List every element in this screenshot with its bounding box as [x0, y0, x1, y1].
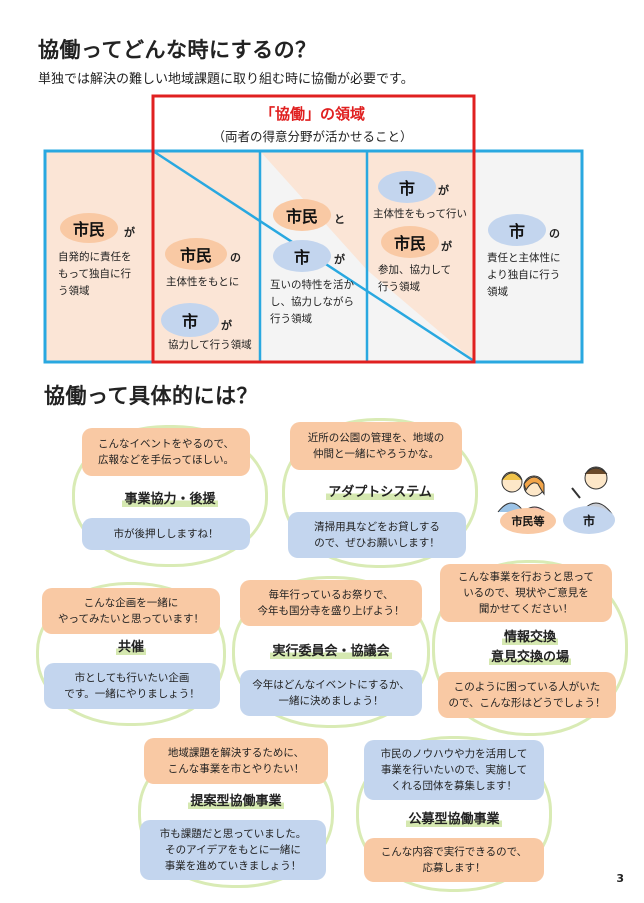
section-title: 協働って具体的には？	[44, 384, 258, 408]
cooperation-diagram: 「協働」の領域 （両者の得意分野が活かせること） 市民 が 自発的に責任を もっ…	[0, 0, 644, 370]
col2-particle1: の	[230, 251, 241, 264]
col5-bg	[474, 151, 582, 362]
example-1-bottom-bubble: 市が後押ししますね！	[82, 518, 250, 550]
col1-actor: 市民	[60, 213, 118, 243]
example-4-label: 実行委員会・協議会	[270, 644, 392, 659]
legend-city: 市	[563, 506, 615, 534]
col5-text: 責任と主体性に より独自に行う 領域	[487, 252, 561, 298]
example-1-label: 事業協力・後援	[122, 492, 218, 507]
col2-text1: 主体性をもとに	[166, 276, 240, 288]
col4-particle2: が	[441, 240, 452, 253]
col5-particle: の	[549, 227, 560, 240]
col2-actor2: 市	[161, 303, 219, 337]
col5-actor: 市	[488, 214, 546, 246]
example-3-label: 共催	[115, 640, 146, 655]
example-6-bottom-bubble: 市も課題だと思っていました。 そのアイデアをもとに一緒に 事業を進めていきましょ…	[140, 820, 326, 880]
legend-citizen: 市民等	[500, 508, 556, 534]
example-4-bottom-bubble: 今年はどんなイベントにするか、 一緒に決めましょう！	[240, 670, 422, 716]
example-7-label: 公募型協働事業	[406, 812, 502, 827]
example-6-label: 提案型協働事業	[188, 794, 284, 809]
col4-text1: 主体性をもって行い	[373, 208, 467, 220]
example-6-top-bubble: 地域課題を解決するために、 こんな事業を市とやりたい！	[144, 738, 328, 784]
page-subtitle: 単独では解決の難しい地域課題に取り組む時に協働が必要です。	[38, 72, 414, 87]
col4-text2: 参加、協力して 行う領域	[378, 264, 452, 293]
kyodo-area-title: 「協働」の領域	[259, 105, 365, 123]
col1-bg	[45, 151, 153, 362]
col3-particle2: が	[334, 253, 345, 266]
kyodo-area-subtitle: （両者の得意分野が活かせること）	[212, 129, 413, 144]
citizens-illustration	[494, 462, 556, 532]
example-2-top-bubble: 近所の公園の管理を、地域の 仲間と一緒にやろうかな。	[290, 422, 462, 470]
example-3-top-bubble: こんな企画を一緒に やってみたいと思っています！	[42, 588, 220, 634]
page-title: 協働ってどんな時にするの？	[38, 38, 317, 62]
col2-actor1: 市民	[165, 238, 227, 270]
col4-actor1: 市	[378, 171, 436, 203]
col3-particle1: と	[334, 213, 345, 226]
col2-text2: 協力して行う領域	[168, 339, 252, 351]
col4-actor2: 市民	[381, 226, 439, 258]
example-5-bottom-bubble: このように困っている人がいた ので、こんな形はどうでしょう！	[438, 672, 616, 718]
example-5-top-bubble: こんな事業を行おうと思って いるので、現状やご意見を 聞かせてください！	[440, 564, 612, 622]
example-1-top-bubble: こんなイベントをやるので、 広報などを手伝ってほしい。	[82, 428, 250, 476]
example-7-bottom-bubble: こんな内容で実行できるので、 応募します！	[364, 838, 544, 882]
example-7-top-bubble: 市民のノウハウや力を活用して 事業を行いたいので、実施して くれる団体を募集しま…	[364, 740, 544, 800]
example-5-label: 情報交換 意見交換の場	[488, 630, 571, 665]
example-2-bottom-bubble: 清掃用具などをお貸しする ので、ぜひお願いします！	[288, 512, 466, 558]
example-2-label: アダプトシステム	[326, 485, 434, 500]
col3-actor1: 市民	[273, 199, 331, 231]
page-number: 3	[616, 872, 624, 885]
col4-lower	[367, 270, 474, 361]
col3-text: 互いの特性を活か し、協力しながら 行う領域	[270, 279, 354, 325]
col1-particle: が	[124, 226, 135, 239]
col3-actor2: 市	[273, 240, 331, 272]
col2-particle2: が	[221, 319, 232, 332]
col4-particle1: が	[438, 184, 449, 197]
col1-text: 自発的に責任を もって独自に行 う領域	[58, 251, 132, 297]
example-4-top-bubble: 毎年行っているお祭りで、 今年も国分寺を盛り上げよう！	[240, 580, 422, 626]
example-3-bottom-bubble: 市としても行いたい企画 です。一緒にやりましょう！	[44, 663, 220, 709]
